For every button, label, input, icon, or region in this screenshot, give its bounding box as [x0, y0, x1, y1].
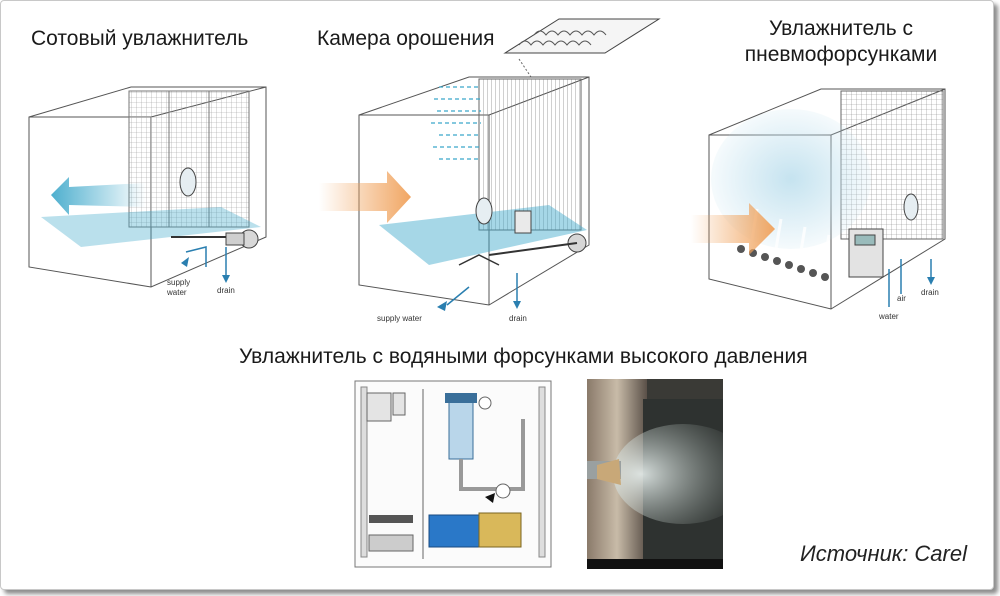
- pump: [171, 229, 259, 249]
- title-spray-chamber: Камера орошения: [317, 27, 495, 50]
- air-inlet-arrow: [691, 203, 775, 255]
- label-drain-1: drain: [217, 286, 235, 295]
- honeycomb-media: [128, 90, 250, 228]
- title-high-pressure: Увлажнитель с водяными форсунками высоко…: [239, 345, 808, 368]
- spray-chamber-illustration: supply water drain: [319, 18, 661, 323]
- title-pneumatic-line-2: пневмофорсунками: [744, 43, 938, 66]
- high-pressure-cabinet-illustration: [354, 380, 552, 568]
- spray-nozzles: [431, 86, 481, 160]
- water-filter: [448, 398, 474, 460]
- pneumatic-humidifier-illustration: air water drain: [691, 88, 946, 321]
- title-honeycomb-humidifier: Сотовый увлажнитель: [31, 27, 249, 50]
- label-water: water: [166, 288, 187, 297]
- air-flow-arrow: [51, 177, 146, 215]
- nozzle-photo: [587, 379, 723, 569]
- nozzle-row: [737, 245, 829, 281]
- eliminator-detail: [503, 18, 661, 78]
- label-water-3: water: [878, 312, 899, 321]
- spray-mist: [613, 424, 723, 524]
- label-drain-2: drain: [509, 314, 527, 323]
- spray-media: [478, 78, 582, 231]
- source-credit: Источник: Carel: [800, 541, 967, 566]
- label-supply: supply: [167, 278, 190, 287]
- high-pressure-pump: [428, 514, 480, 548]
- air-inlet-arrow: [319, 171, 411, 223]
- honeycomb-humidifier-illustration: supply water drain: [28, 86, 267, 297]
- label-supply-water: supply water: [377, 314, 422, 323]
- title-pneumatic-line-1: Увлажнитель с: [768, 17, 914, 40]
- label-air: air: [897, 294, 906, 303]
- label-drain-3: drain: [921, 288, 939, 297]
